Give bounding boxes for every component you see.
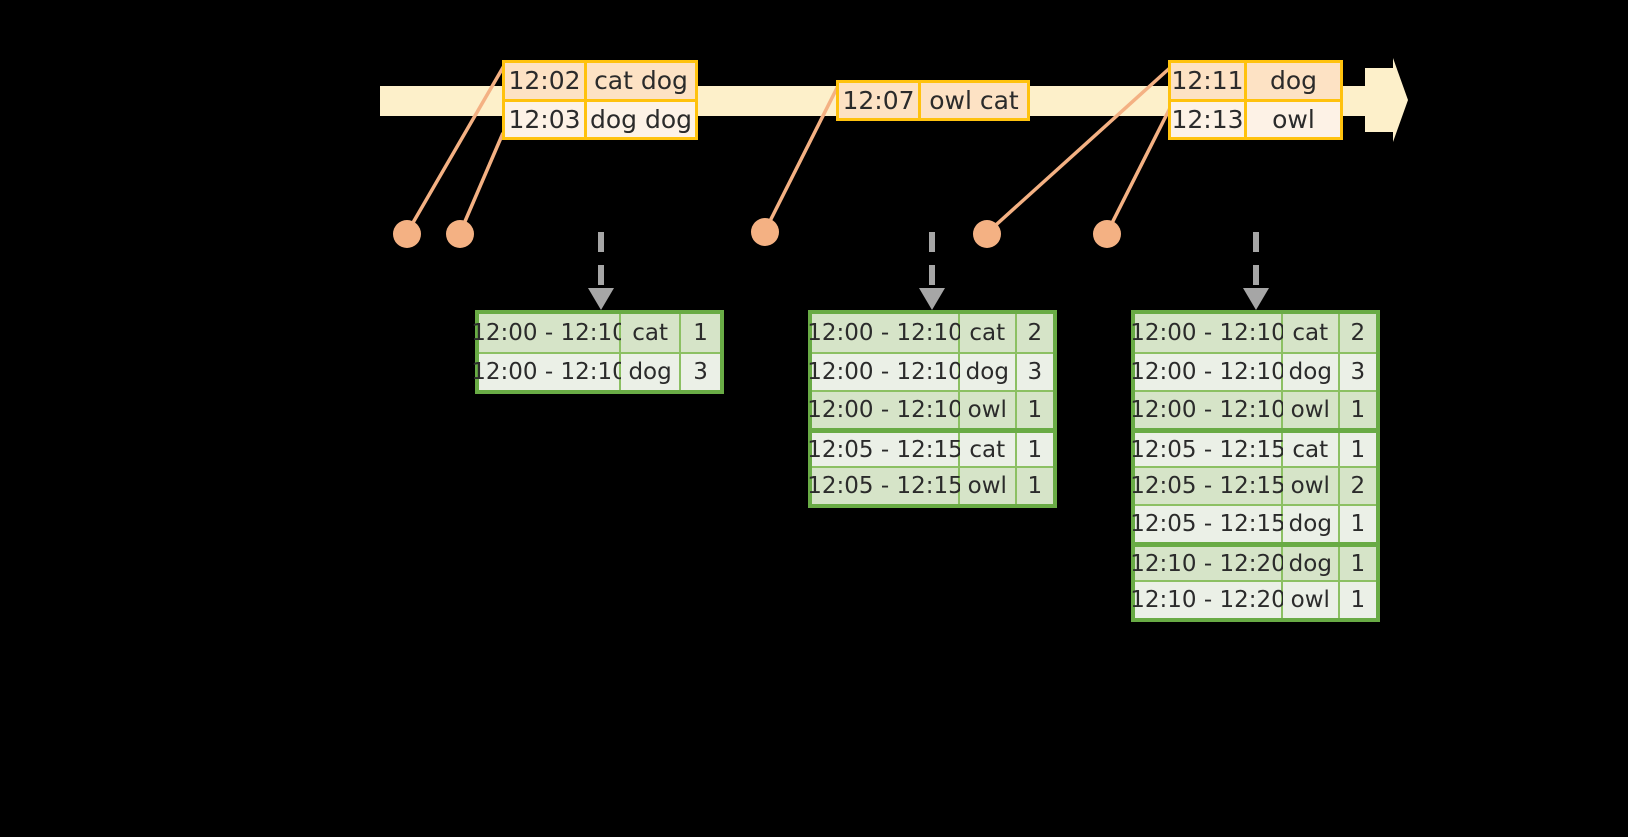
cell-window: 12:10 - 12:20: [1130, 547, 1286, 580]
cell-window: 12:00 - 12:10: [1130, 354, 1286, 390]
event-row[interactable]: 12:03 dog dog: [505, 98, 695, 137]
cell-key: owl: [1283, 392, 1340, 428]
event-time: 12:07: [839, 83, 921, 118]
cell-count: 2: [1339, 468, 1376, 504]
event-words: dog dog: [589, 104, 692, 134]
cell-count: 1: [1339, 547, 1376, 580]
cell-key: cat: [621, 314, 682, 352]
cell-window: 12:10 - 12:20: [1130, 582, 1286, 618]
cell-window: 12:05 - 12:15: [807, 468, 963, 504]
event-row[interactable]: 12:02 cat dog: [505, 63, 695, 99]
cell-key: owl: [960, 468, 1017, 504]
cell-key: dog: [1283, 354, 1340, 390]
cell-count: 1: [1339, 582, 1376, 618]
event-words: owl cat: [929, 86, 1019, 115]
cell-count: 1: [1339, 392, 1376, 428]
cell-count: 3: [1339, 354, 1376, 390]
cell-key: owl: [1283, 468, 1340, 504]
cell-window: 12:00 - 12:10: [807, 392, 963, 428]
cell-key: dog: [1283, 547, 1340, 580]
event-group-2[interactable]: 12:07 owl cat: [836, 80, 1030, 121]
event-time: 12:13: [1171, 101, 1247, 137]
cell-key: cat: [1283, 433, 1340, 466]
cell-count: 1: [1016, 468, 1053, 504]
cell-count: 3: [1016, 354, 1053, 390]
cell-key: cat: [1283, 314, 1340, 352]
cell-window: 12:00 - 12:10: [1130, 314, 1286, 352]
cell-count: 1: [1016, 392, 1053, 428]
cell-window: 12:00 - 12:10: [471, 354, 627, 390]
cell-window: 12:00 - 12:10: [807, 354, 963, 390]
cell-count: 1: [1016, 433, 1053, 466]
cell-window: 12:00 - 12:10: [1130, 392, 1286, 428]
cell-window: 12:05 - 12:15: [1130, 468, 1286, 504]
cell-window: 12:00 - 12:10: [471, 314, 627, 352]
cell-count: 2: [1339, 314, 1376, 352]
down-arrow-icon-1: [588, 288, 614, 310]
event-time: 12:02: [505, 63, 587, 99]
cell-window: 12:05 - 12:15: [1130, 433, 1286, 466]
event-time: 12:11: [1171, 63, 1247, 99]
down-arrow-icon-3: [1243, 288, 1269, 310]
event-row[interactable]: 12:11 dog: [1171, 63, 1340, 99]
event-group-1[interactable]: 12:02 cat dog 12:03 dog dog: [502, 60, 698, 140]
cell-key: owl: [1283, 582, 1340, 618]
event-row[interactable]: 12:07 owl cat: [839, 83, 1027, 118]
event-words: dog: [1269, 66, 1318, 96]
event-time: 12:03: [505, 101, 587, 137]
event-words: owl: [1272, 104, 1315, 134]
cell-count: 1: [1339, 506, 1376, 542]
cell-window: 12:05 - 12:15: [807, 433, 963, 466]
cell-window: 12:00 - 12:10: [807, 314, 963, 352]
cell-window: 12:05 - 12:15: [1130, 506, 1286, 542]
cell-key: dog: [960, 354, 1017, 390]
cell-count: 1: [1339, 433, 1376, 466]
event-words: cat dog: [594, 66, 688, 96]
cell-count: 1: [681, 314, 720, 352]
down-arrow-icon-2: [919, 288, 945, 310]
cell-key: cat: [960, 314, 1017, 352]
event-group-3[interactable]: 12:11 dog 12:13 owl: [1168, 60, 1343, 140]
cell-count: 3: [681, 354, 720, 390]
cell-key: dog: [621, 354, 682, 390]
event-row[interactable]: 12:13 owl: [1171, 98, 1340, 137]
cell-key: owl: [960, 392, 1017, 428]
cell-key: cat: [960, 433, 1017, 466]
cell-key: dog: [1283, 506, 1340, 542]
cell-count: 2: [1016, 314, 1053, 352]
